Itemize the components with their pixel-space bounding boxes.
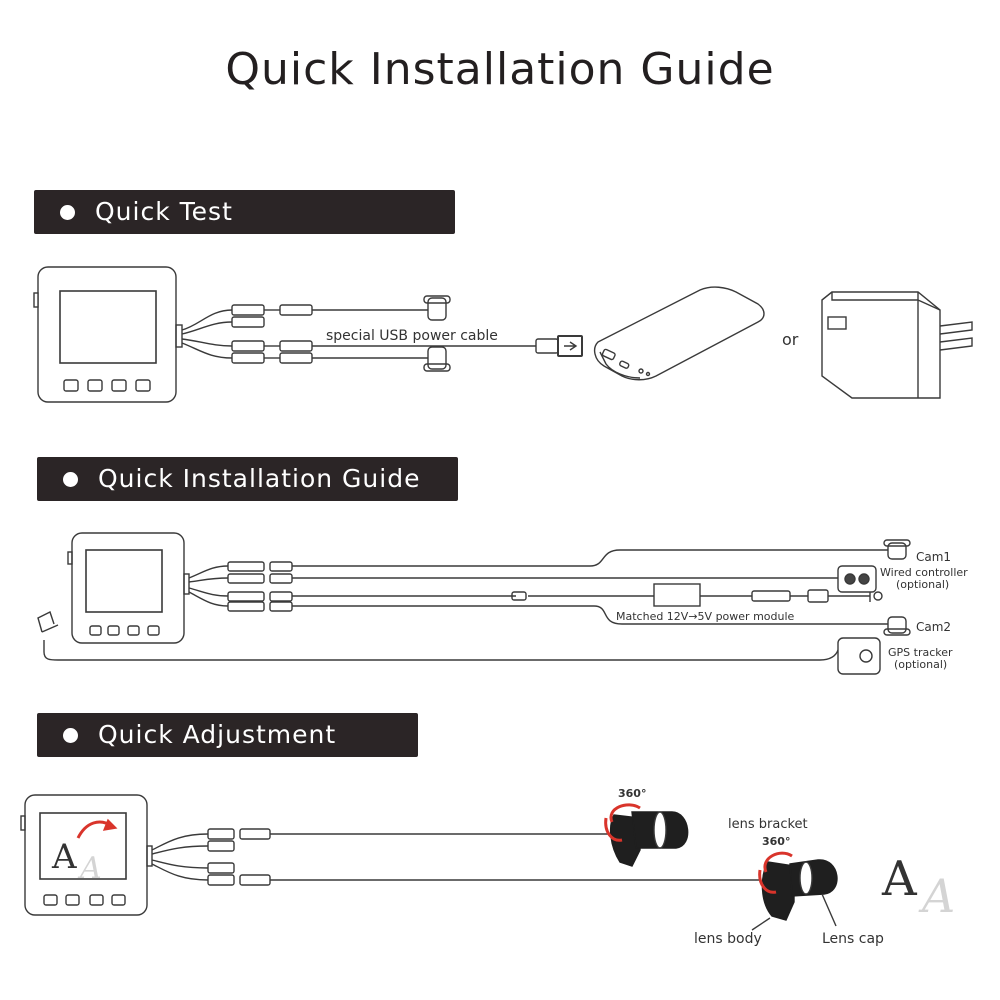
banner-label: Quick Installation Guide bbox=[98, 464, 421, 493]
cable-harness bbox=[181, 295, 536, 372]
wired-controller-label: Wired controller bbox=[880, 566, 968, 579]
usb-wall-adapter bbox=[821, 291, 973, 399]
orientation-glyph-a-shadow: A bbox=[918, 869, 955, 923]
lens-body-leader bbox=[751, 917, 771, 931]
cam2-camera bbox=[883, 616, 911, 636]
power-bank bbox=[593, 286, 765, 381]
power-module-label: Matched 12V→5V power module bbox=[616, 610, 795, 623]
rotation-label-2: 360° bbox=[762, 835, 790, 848]
banner-quick-adjustment: Quick Adjustment bbox=[37, 713, 418, 757]
gps-tracker-optional: (optional) bbox=[894, 658, 947, 671]
adjust-harness bbox=[151, 828, 760, 886]
dvr-monitor-device-2 bbox=[67, 532, 190, 644]
camera-2-adjust bbox=[758, 851, 838, 921]
bullet-dot bbox=[60, 204, 75, 220]
cam1-label: Cam1 bbox=[916, 550, 951, 564]
rotation-label-1: 360° bbox=[618, 787, 646, 800]
orientation-glyph-a: A bbox=[881, 851, 918, 907]
banner-quick-installation: Quick Installation Guide bbox=[37, 457, 458, 501]
banner-label: Quick Test bbox=[95, 197, 233, 226]
wired-controller bbox=[837, 565, 877, 593]
camera-1-adjust bbox=[604, 803, 689, 867]
bullet-dot bbox=[63, 727, 78, 743]
gps-tracker-label: GPS tracker bbox=[888, 646, 953, 659]
banner-quick-test: Quick Test bbox=[34, 190, 455, 234]
lens-cap-label: Lens cap bbox=[822, 931, 884, 947]
lens-bracket-label: lens bracket bbox=[728, 817, 808, 832]
banner-label: Quick Adjustment bbox=[98, 720, 337, 749]
cam1-camera bbox=[883, 539, 911, 560]
screen-glyph-a: A bbox=[51, 837, 77, 877]
dvr-monitor-device bbox=[33, 266, 183, 403]
gps-tracker bbox=[37, 611, 881, 675]
lens-body-label: lens body bbox=[694, 931, 762, 947]
cam2-label: Cam2 bbox=[916, 620, 951, 634]
wired-controller-optional: (optional) bbox=[896, 578, 949, 591]
bullet-dot bbox=[63, 471, 78, 487]
page-title: Quick Installation Guide bbox=[225, 44, 775, 95]
screen-rotation-arrowhead bbox=[102, 818, 118, 831]
install-harness bbox=[188, 549, 888, 625]
lens-cap-leader bbox=[821, 893, 837, 927]
or-label: or bbox=[782, 330, 799, 349]
screen-glyph-a-shadow: A bbox=[77, 851, 102, 886]
usb-plug bbox=[535, 335, 583, 357]
usb-cable-label: special USB power cable bbox=[326, 328, 498, 344]
